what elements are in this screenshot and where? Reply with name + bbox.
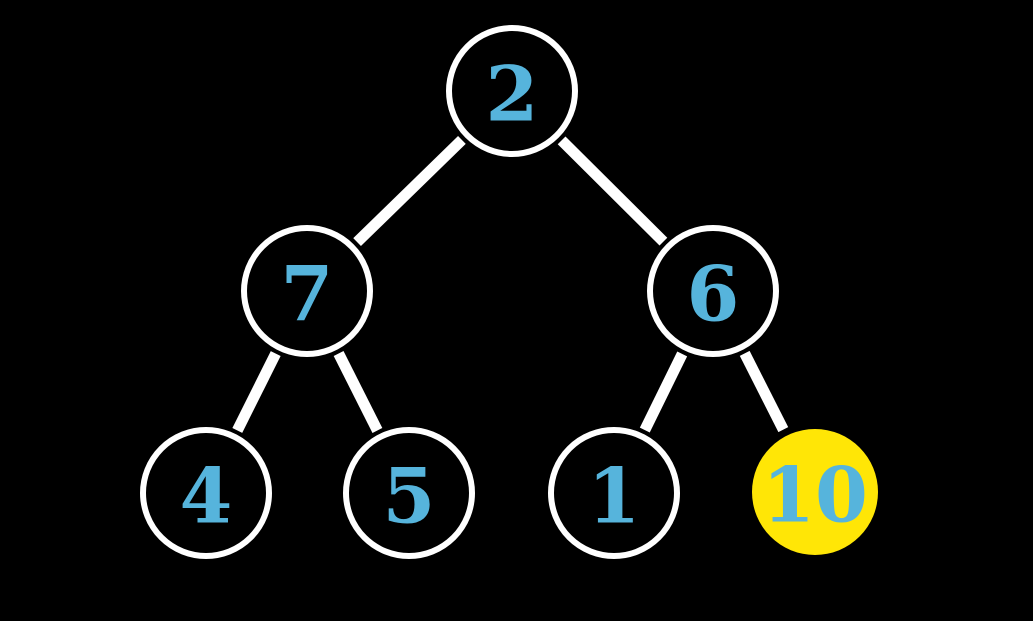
node-circle xyxy=(343,427,475,559)
node-value-label: 4 xyxy=(180,452,233,541)
node-value-label: 2 xyxy=(486,50,539,139)
node-circle-highlighted xyxy=(752,429,878,555)
tree-node-7: 7 xyxy=(241,225,373,357)
tree-edge-n6-n1 xyxy=(639,351,688,433)
tree-edge-n7-n5 xyxy=(333,351,383,433)
tree-node-1: 1 xyxy=(548,427,680,559)
tree-edge-n6-n10 xyxy=(739,350,789,433)
node-value-label: 6 xyxy=(687,250,740,339)
tree-edges-layer xyxy=(232,135,789,433)
tree-edge-n7-n4 xyxy=(232,351,281,433)
tree-node-6: 6 xyxy=(647,225,779,357)
tree-node-5: 5 xyxy=(343,427,475,559)
node-value-label: 1 xyxy=(588,452,641,541)
tree-node-10: 10 xyxy=(752,429,878,555)
node-value-label: 5 xyxy=(383,452,436,541)
node-circle xyxy=(548,427,680,559)
node-value-label: 10 xyxy=(762,451,868,540)
tree-node-2: 2 xyxy=(446,25,578,157)
node-circle xyxy=(241,225,373,357)
tree-node-4: 4 xyxy=(140,427,272,559)
node-circle xyxy=(446,25,578,157)
node-circle xyxy=(647,225,779,357)
tree-edge-n2-n7 xyxy=(353,135,466,247)
tree-nodes-layer: 2 7 6 4 5 1 10 xyxy=(140,25,878,559)
node-value-label: 7 xyxy=(281,250,334,339)
tree-edge-n2-n6 xyxy=(557,136,668,246)
node-circle xyxy=(140,427,272,559)
